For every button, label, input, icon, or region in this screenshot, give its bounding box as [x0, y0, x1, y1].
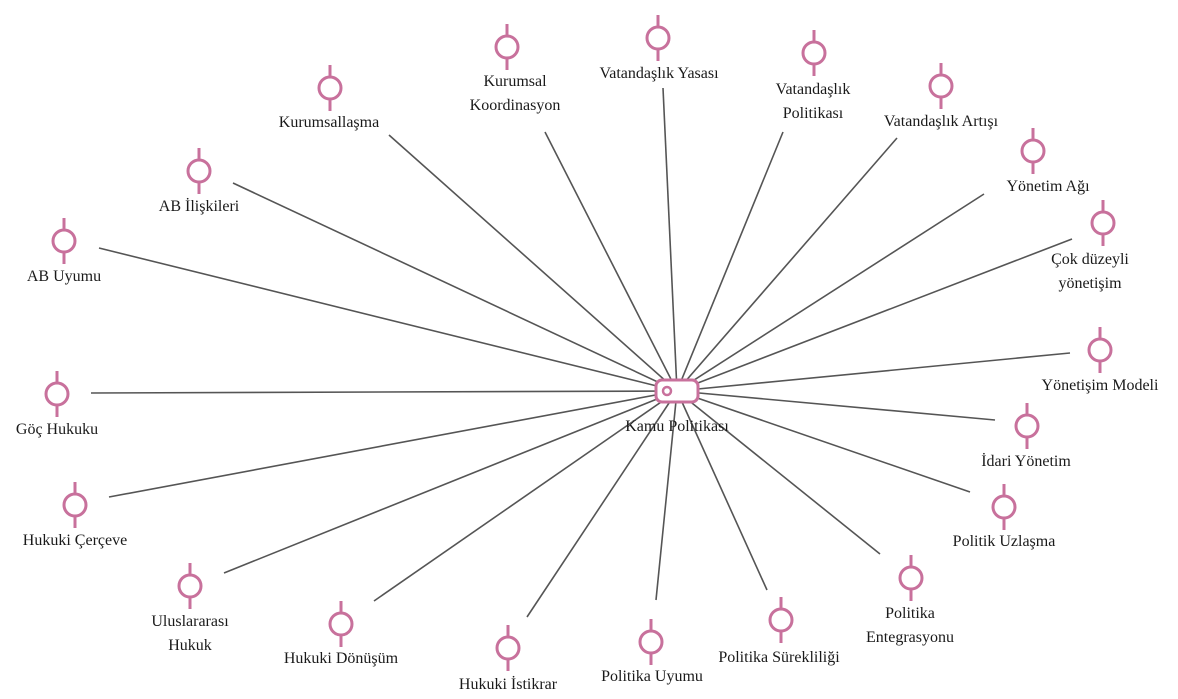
node-pin-icon[interactable] [1018, 126, 1048, 176]
node-pin-icon[interactable] [492, 22, 522, 72]
node-label: İdari Yönetim [981, 453, 1071, 470]
node-label: Politika Entegrasyonu [866, 605, 954, 646]
node-pin-icon[interactable] [326, 599, 356, 649]
node-label: Hukuki İstikrar [458, 676, 558, 693]
node-label: Politik Uzlaşma [952, 533, 1056, 550]
node-pin-icon[interactable] [175, 561, 205, 611]
node-pin-icon[interactable] [989, 482, 1019, 532]
node-label: Çok düzeyli yönetişim [1051, 251, 1129, 292]
edge-line [676, 131, 784, 392]
node-label: Vatandaşlık Politikası [775, 81, 851, 122]
edge-line [108, 390, 678, 498]
node-label: Kurumsal Koordinasyon [469, 73, 561, 114]
edge-line [388, 134, 678, 392]
node-label: AB İlişkileri [158, 198, 240, 215]
node-pin-icon[interactable] [896, 553, 926, 603]
edge-line [373, 390, 678, 602]
node-label: Vatandaşlık Yasası [599, 65, 719, 82]
edge-line [544, 131, 678, 392]
node-label: Kurumsallaşma [278, 114, 380, 131]
node-label: Hukuki Çerçeve [22, 532, 128, 549]
node-pin-icon[interactable] [49, 216, 79, 266]
edge-line [676, 390, 768, 591]
node-label: Politika Sürekliliği [718, 649, 840, 666]
edge-line [676, 390, 996, 421]
node-label: Yönetim Ağı [1006, 178, 1090, 195]
node-pin-icon[interactable] [184, 146, 214, 196]
edge-line [90, 390, 678, 394]
edge-line [676, 193, 985, 392]
node-pin-icon[interactable] [493, 623, 523, 673]
edge-line [676, 137, 898, 392]
edge-line [676, 352, 1071, 392]
edges [90, 87, 1073, 618]
edge-line [232, 182, 678, 392]
node-label: Yönetişim Modeli [1041, 377, 1159, 394]
node-pin-icon[interactable] [799, 28, 829, 78]
edge-line [676, 390, 971, 493]
node-pin-icon[interactable] [766, 595, 796, 645]
node-pin-icon[interactable] [926, 61, 956, 111]
edge-line [662, 87, 678, 392]
edge-line [98, 247, 678, 392]
node-label: Politika Uyumu [601, 668, 703, 685]
node-label: Uluslararası Hukuk [151, 613, 229, 654]
edge-line [655, 390, 678, 601]
node-label: AB Uyumu [26, 268, 102, 285]
center-label: Kamu Politikası [625, 418, 729, 435]
node-pin-icon[interactable] [1088, 198, 1118, 248]
edge-line [223, 390, 678, 574]
node-pin-icon[interactable] [42, 369, 72, 419]
edge-line [676, 390, 881, 555]
node-pin-icon[interactable] [643, 13, 673, 63]
edge-line [676, 238, 1073, 392]
node-pin-icon[interactable] [60, 480, 90, 530]
node-label: Vatandaşlık Artışı [883, 113, 999, 130]
edge-line [526, 390, 678, 618]
node-pin-icon[interactable] [636, 617, 666, 667]
tag-icon[interactable] [652, 374, 702, 408]
node-pin-icon[interactable] [315, 63, 345, 113]
node-label: Göç Hukuku [15, 421, 99, 438]
node-label: Hukuki Dönüşüm [283, 650, 399, 667]
node-pin-icon[interactable] [1085, 325, 1115, 375]
node-pin-icon[interactable] [1012, 401, 1042, 451]
